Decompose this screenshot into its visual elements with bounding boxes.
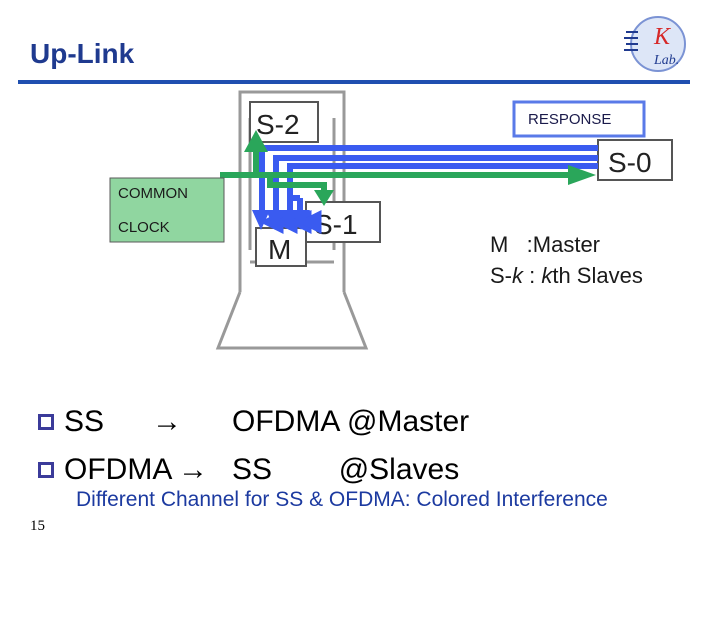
clock-label: CLOCK — [118, 219, 170, 236]
bullet-right: OFDMA @Master — [232, 405, 470, 438]
bullet-left: SS — [64, 405, 105, 438]
response-label: RESPONSE — [528, 111, 611, 128]
bullet-arrow: → — [152, 405, 182, 438]
bullet-right: SS @Slaves — [232, 453, 460, 486]
bullet-square-icon — [38, 462, 54, 478]
green-arrowheads — [244, 130, 596, 206]
node-m-label: M — [268, 234, 291, 265]
slide-title: Up-Link — [30, 38, 135, 69]
response-box — [512, 100, 646, 138]
interference-note: Different Channel for SS & OFDMA: Colore… — [76, 488, 608, 511]
bullet-arrow: → — [178, 453, 208, 486]
common-clock-box — [109, 177, 225, 243]
node-s1-box — [305, 201, 381, 243]
bullet-square-icon — [38, 414, 54, 430]
node-s1-label: S-1 — [314, 209, 358, 240]
logo-lab: Lab. — [653, 53, 679, 68]
common-label: COMMON — [118, 185, 188, 202]
k-lab-logo: K Lab. — [624, 16, 686, 72]
title-underline — [18, 80, 690, 84]
logo-k: K — [653, 24, 672, 50]
bullet-left: OFDMA — [64, 453, 173, 486]
bullet-list: SS→OFDMA @Master OFDMA→SS @Slaves — [38, 398, 469, 494]
node-s2-label: S-2 — [256, 109, 300, 140]
blue-arrowheads — [252, 210, 310, 230]
legend-slaves: S-k : kth Slaves — [490, 263, 643, 288]
uplink-diagram: S-2 S-0 S-1 M RESPONSE COMMON CLOCK M — [109, 90, 673, 350]
bullet-item: OFDMA→ SS @Slaves — [38, 446, 459, 494]
node-m-box — [255, 227, 307, 267]
green-signal-lines — [220, 148, 570, 192]
legend-master: M :Master — [490, 232, 600, 257]
node-s0-label: S-0 — [608, 147, 652, 178]
bullet-item: SS → OFDMA @Master — [38, 398, 469, 446]
node-s0-box — [597, 139, 673, 181]
node-s2-box — [249, 101, 319, 143]
page-number: 15 — [30, 518, 45, 534]
